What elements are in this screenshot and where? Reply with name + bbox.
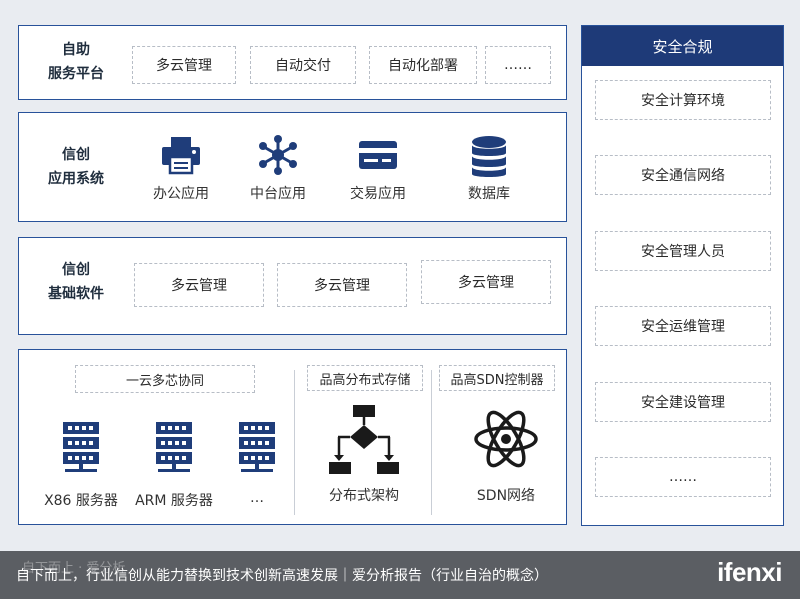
atom-icon — [474, 410, 538, 468]
self-service-item: 自动交付 — [250, 46, 356, 84]
self-service-title: 自助 服务平台 — [48, 42, 104, 82]
storage-tag: 品高分布式存储 — [307, 365, 423, 391]
infrastructure-panel: 一云多芯协同 品高分布式存储 品高SDN控制器 X86 服务器 ARM 服务 — [18, 349, 567, 525]
security-item: 安全通信网络 — [595, 155, 771, 195]
security-item: 安全建设管理 — [595, 382, 771, 422]
brand-logo: ifenxi — [717, 557, 782, 587]
basic-software-item: 多云管理 — [277, 263, 407, 307]
applications-title: 信创 应用系统 — [48, 147, 104, 187]
watermark: 自下而上 · 爱分析 — [22, 561, 126, 576]
server-icon — [156, 422, 192, 472]
printer-icon — [162, 137, 200, 175]
basic-software-item: 多云管理 — [134, 263, 264, 307]
server-label: … — [250, 490, 264, 506]
app-middle-platform: 中台应用 — [233, 135, 323, 203]
app-transaction: 交易应用 — [333, 135, 423, 203]
self-service-item: 多云管理 — [132, 46, 236, 84]
security-panel: 安全合规 安全计算环境 安全通信网络 安全管理人员 安全运维管理 安全建设管理 … — [581, 25, 784, 526]
server-x86: X86 服务器 — [36, 420, 126, 510]
app-database: 数据库 — [444, 135, 534, 203]
caption-text: 自下而上，行业信创从能力替换到技术创新高速发展｜爱分析报告（行业自治的概念） — [16, 568, 548, 584]
app-office: 办公应用 — [136, 135, 226, 203]
self-service-panel: 自助 服务平台 多云管理 自动交付 自动化部署 …… — [18, 25, 567, 100]
applications-panel: 信创 应用系统 办公应用 — [18, 112, 567, 222]
self-service-item: …… — [485, 46, 551, 84]
security-title: 安全合规 — [582, 26, 783, 66]
security-item: …… — [595, 457, 771, 497]
storage-architecture: 分布式架构 — [319, 405, 409, 505]
server-label: X86 服务器 — [44, 493, 118, 509]
card-icon — [359, 141, 397, 169]
app-label: 数据库 — [468, 186, 510, 202]
server-label: ARM 服务器 — [135, 493, 213, 509]
basic-software-title: 信创 基础软件 — [48, 262, 104, 302]
flowchart-icon — [329, 405, 399, 474]
security-item: 安全运维管理 — [595, 306, 771, 346]
self-service-item: 自动化部署 — [369, 46, 477, 84]
divider — [431, 370, 432, 515]
app-label: 办公应用 — [153, 186, 209, 202]
security-item: 安全计算环境 — [595, 80, 771, 120]
sdn-network: SDN网络 — [461, 405, 551, 505]
sdn-tag: 品高SDN控制器 — [439, 365, 555, 391]
network-hub-icon — [259, 135, 297, 175]
security-item: 安全管理人员 — [595, 231, 771, 271]
server-icon — [239, 422, 275, 472]
basic-software-panel: 信创 基础软件 多云管理 多云管理 多云管理 — [18, 237, 567, 335]
database-icon — [472, 136, 506, 177]
cloud-collab-tag: 一云多芯协同 — [75, 365, 255, 393]
app-label: 交易应用 — [350, 186, 406, 202]
divider — [294, 370, 295, 515]
server-more: … — [212, 420, 302, 506]
caption-bar: 自下而上，行业信创从能力替换到技术创新高速发展｜爱分析报告（行业自治的概念） i… — [0, 551, 800, 599]
basic-software-item: 多云管理 — [421, 260, 551, 304]
sdn-label: SDN网络 — [476, 488, 536, 504]
storage-label: 分布式架构 — [329, 488, 399, 504]
app-label: 中台应用 — [250, 186, 306, 202]
server-icon — [63, 422, 99, 472]
server-arm: ARM 服务器 — [129, 420, 219, 510]
